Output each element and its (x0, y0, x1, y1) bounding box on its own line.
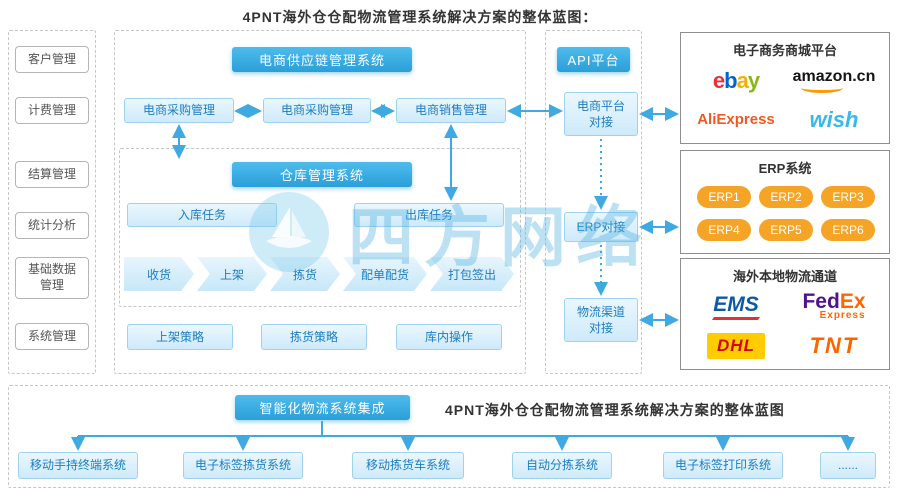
ecommerce-mall-title: 电子商务商城平台 (732, 43, 837, 58)
integration-header: 智能化物流系统集成 (235, 395, 410, 420)
erp5-badge: ERP5 (759, 218, 813, 241)
erp2-badge: ERP2 (759, 185, 813, 208)
module-ecommerce-sales: 电商销售管理 (396, 98, 506, 123)
page-title: 4PNT海外仓仓配物流管理系统解决方案的整体蓝图： (242, 9, 598, 25)
connector-ecommerce-platform: 电商平台对接 (564, 92, 638, 136)
module-ecommerce-purchase: 电商采购管理 (124, 98, 234, 123)
erp1-badge: ERP1 (697, 185, 751, 208)
strategy-picking: 拣货策略 (261, 324, 367, 350)
api-platform-header: API平台 (557, 47, 630, 72)
aliexpress-logo: AliExpress (697, 111, 775, 128)
menu-item-statistics: 统计分析 (15, 212, 89, 239)
wms-panel (119, 148, 521, 307)
logistics-channel-panel: 海外本地物流通道 EMS FedEx Express DHL TNT (680, 258, 890, 370)
erp3-badge: ERP3 (821, 185, 875, 208)
supply-chain-header: 电商供应链管理系统 (232, 47, 412, 72)
amazon-logo: amazon.cn (793, 68, 875, 93)
left-menu-panel (8, 30, 96, 374)
erp-systems-panel: ERP系统 ERP1 ERP2 ERP3 ERP4 ERP5 ERP6 (680, 150, 890, 254)
outbound-task-box: 出库任务 (354, 203, 504, 227)
flow-step-pack-checkout: 打包签出 (430, 257, 514, 291)
ecommerce-logo-grid: ebay amazon.cn AliExpress wish (687, 61, 883, 139)
strategy-warehouse-ops: 库内操作 (396, 324, 502, 350)
logistics-logo-grid: EMS FedEx Express DHL TNT (687, 287, 883, 365)
amazon-smile-icon (800, 83, 843, 93)
logistics-panel-title: 海外本地物流通道 (732, 269, 837, 284)
integration-title: 4PNT海外仓仓配物流管理系统解决方案的整体蓝图 (445, 402, 785, 418)
inbound-task-box: 入库任务 (127, 203, 277, 227)
erp4-badge: ERP4 (697, 218, 751, 241)
tnt-logo: TNT (809, 332, 859, 358)
erp6-badge: ERP6 (821, 218, 875, 241)
system-auto-sorting: 自动分拣系统 (512, 452, 612, 479)
connector-erp: ERP对接 (564, 212, 638, 242)
connector-logistics-channel: 物流渠道对接 (564, 298, 638, 342)
erp-panel-title: ERP系统 (758, 161, 812, 176)
system-etag-printing: 电子标签打印系统 (663, 452, 783, 479)
system-mobile-handheld: 移动手持终端系统 (18, 452, 138, 479)
flow-step-allocate: 配单配货 (343, 257, 427, 291)
dhl-logo: DHL (707, 332, 765, 359)
supply-chain-panel (114, 30, 526, 374)
system-etag-picking: 电子标签拣货系统 (183, 452, 303, 479)
module-ecommerce-purchase-2: 电商采购管理 (263, 98, 371, 123)
system-more-ellipsis: ...... (820, 452, 876, 479)
flow-step-receive: 收货 (124, 257, 194, 291)
ebay-logo: ebay (712, 67, 760, 93)
system-mobile-picking-cart: 移动拣货车系统 (352, 452, 464, 479)
menu-item-billing: 计费管理 (15, 97, 89, 124)
ems-logo: EMS (712, 294, 760, 320)
menu-item-basic-data: 基础数据管理 (15, 257, 89, 299)
menu-item-system: 系统管理 (15, 323, 89, 350)
erp-grid: ERP1 ERP2 ERP3 ERP4 ERP5 ERP6 (687, 179, 883, 249)
menu-item-customer: 客户管理 (15, 46, 89, 73)
wish-logo: wish (809, 106, 859, 132)
wms-header: 仓库管理系统 (232, 162, 412, 187)
ecommerce-mall-panel: 电子商务商城平台 ebay amazon.cn AliExpress wish (680, 32, 890, 144)
menu-item-settlement: 结算管理 (15, 161, 89, 188)
fedex-logo: FedEx Express (802, 290, 866, 321)
strategy-shelving: 上架策略 (127, 324, 233, 350)
integration-panel (8, 385, 890, 488)
api-panel (545, 30, 642, 374)
